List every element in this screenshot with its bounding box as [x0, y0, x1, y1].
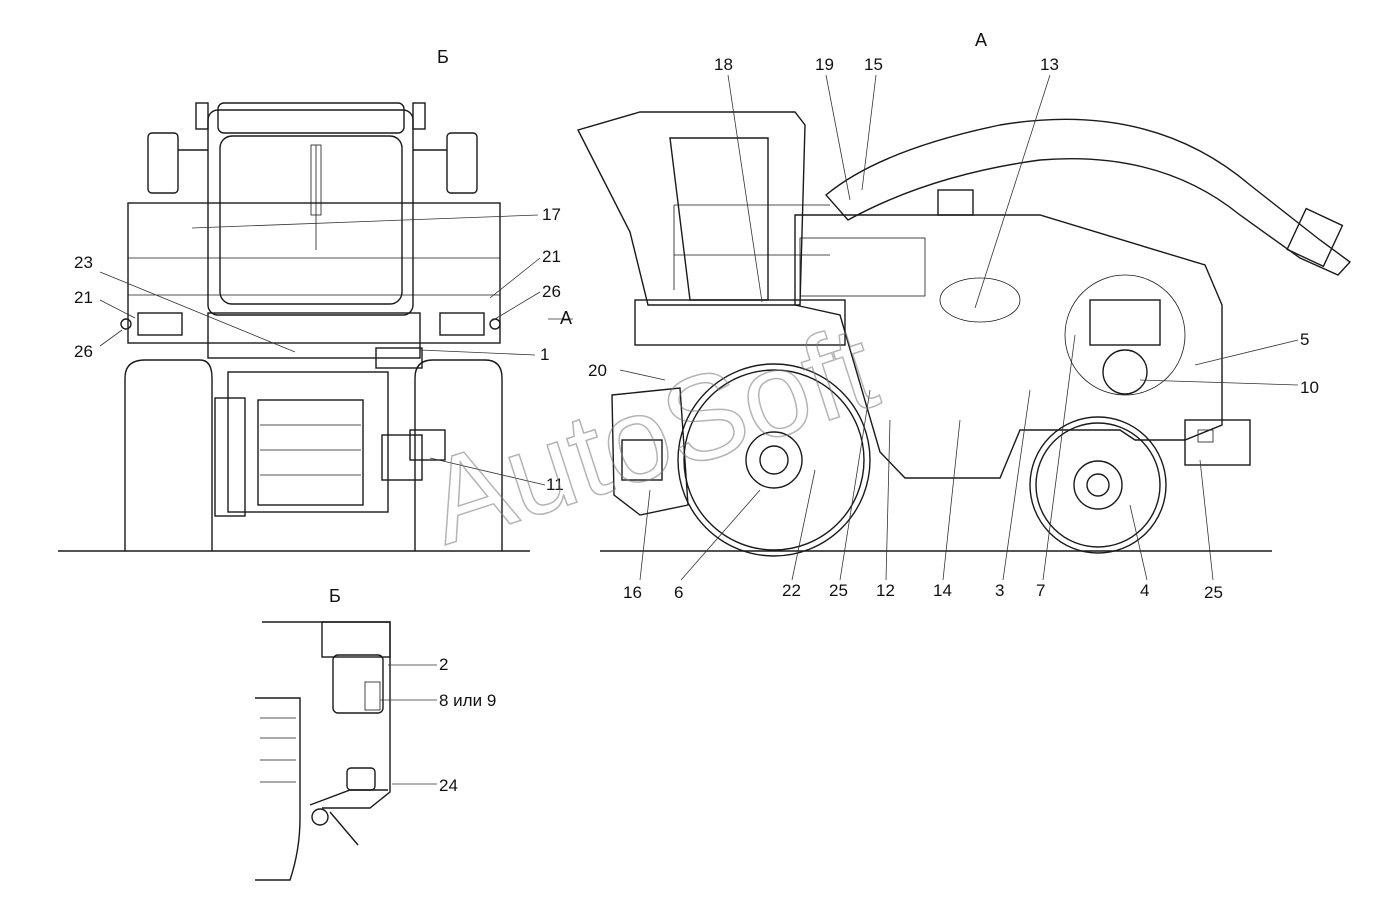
callout-21-right: 21 [542, 247, 561, 266]
detail-view [255, 621, 391, 881]
callout-15: 15 [864, 55, 883, 74]
view-arrow-a-label: А [560, 308, 572, 328]
callout-19: 19 [815, 55, 834, 74]
callout-7: 7 [1036, 581, 1045, 600]
callout-25-right: 25 [1204, 583, 1223, 602]
callout-16: 16 [623, 583, 642, 602]
callout-22: 22 [782, 581, 801, 600]
callout-24: 24 [439, 776, 458, 795]
detail-view-title: Б [329, 586, 341, 606]
callout-10: 10 [1300, 378, 1319, 397]
rear-view [58, 102, 530, 552]
rear-view-title: Б [437, 47, 449, 67]
callout-8-or-9: 8 или 9 [439, 691, 496, 710]
callout-4: 4 [1140, 581, 1149, 600]
callout-18: 18 [714, 55, 733, 74]
side-view-title: А [975, 30, 987, 50]
callout-25-middle: 25 [829, 581, 848, 600]
callout-23: 23 [74, 253, 93, 272]
watermark-logo: AutoSoft [412, 300, 891, 570]
callout-17: 17 [542, 205, 561, 224]
callout-5: 5 [1300, 330, 1309, 349]
callout-11: 11 [546, 475, 564, 494]
callout-6: 6 [674, 583, 683, 602]
callout-13: 13 [1040, 55, 1059, 74]
callout-12: 12 [876, 581, 895, 600]
callout-3: 3 [995, 581, 1004, 600]
callout-20: 20 [588, 361, 607, 380]
leader-lines [99, 74, 1299, 785]
callout-26-left: 26 [74, 342, 93, 361]
callout-21-left: 21 [74, 288, 93, 307]
callout-1: 1 [540, 345, 549, 364]
callout-2: 2 [439, 655, 448, 674]
callout-14: 14 [933, 581, 952, 600]
side-view [576, 111, 1352, 557]
callout-26-right: 26 [542, 282, 561, 301]
